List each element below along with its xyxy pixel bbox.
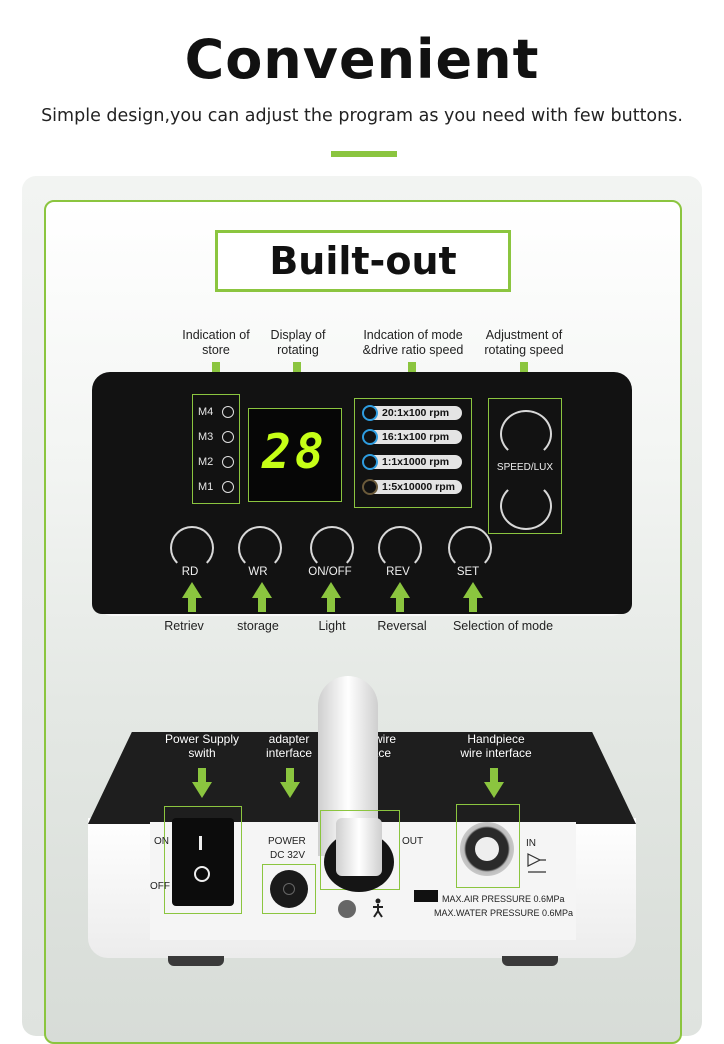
rd-button-label: RD bbox=[181, 566, 199, 578]
label-mode-selection: Selection of mode bbox=[452, 619, 554, 633]
arrow-down-icon bbox=[192, 768, 212, 798]
annotation-store: Indication of store bbox=[182, 328, 250, 357]
annotation-power-switch: Power Supply swith bbox=[164, 732, 240, 760]
accent-divider bbox=[331, 151, 397, 157]
page-title: Convenient bbox=[184, 28, 540, 91]
speed-up-button[interactable] bbox=[500, 410, 552, 458]
rotation-display bbox=[248, 408, 342, 502]
mode-item: 20:1x100 rpm bbox=[362, 405, 462, 421]
arrow-up-icon bbox=[463, 582, 483, 612]
arrow-up-icon bbox=[390, 582, 410, 612]
mode-item: 1:5x10000 rpm bbox=[362, 479, 462, 495]
memory-label-m2: M2 bbox=[198, 456, 214, 468]
adapter-pin bbox=[283, 883, 295, 895]
switch-off-mark bbox=[194, 866, 210, 882]
pressure-arrow-icon bbox=[527, 853, 546, 873]
handpiece-highlight bbox=[456, 804, 520, 888]
switch-off-label: OFF bbox=[150, 881, 170, 892]
annotation-mode: Indcation of mode &drive ratio speed bbox=[362, 328, 464, 357]
power-switch[interactable] bbox=[172, 818, 234, 906]
on-off-button-label: ON/OFF bbox=[308, 566, 352, 578]
handpiece-port[interactable] bbox=[460, 822, 514, 876]
speed-down-button[interactable] bbox=[500, 482, 552, 530]
switch-on-mark bbox=[199, 836, 202, 850]
rev-button[interactable] bbox=[378, 526, 422, 570]
annotation-handpiece: Handpiece wire interface bbox=[460, 732, 532, 760]
arrow-down-icon bbox=[484, 768, 504, 798]
set-button[interactable] bbox=[448, 526, 492, 570]
out-label: OUT bbox=[402, 836, 424, 847]
label-reversal: Reversal bbox=[377, 619, 427, 633]
power-switch-highlight bbox=[164, 806, 242, 914]
memory-label-m1: M1 bbox=[198, 481, 214, 493]
mode-item: 1:1x1000 rpm bbox=[362, 454, 462, 470]
memory-led bbox=[222, 406, 234, 418]
memory-indicator-group bbox=[192, 394, 240, 504]
handpiece-socket bbox=[475, 837, 499, 861]
memory-label-m4: M4 bbox=[198, 406, 214, 418]
in-label: IN bbox=[526, 838, 536, 849]
speed-adjust-group bbox=[488, 398, 562, 534]
page-subtitle: Simple design,you can adjust the program… bbox=[41, 106, 683, 126]
mode-led bbox=[362, 454, 378, 470]
label-storage: storage bbox=[237, 619, 279, 633]
annotation-speed: Adjustment of rotating speed bbox=[484, 328, 564, 357]
rev-button-label: REV bbox=[386, 566, 410, 578]
mode-led bbox=[362, 479, 378, 495]
dc-label: DC 32V bbox=[270, 850, 306, 861]
memory-label-m3: M3 bbox=[198, 431, 214, 443]
memory-led bbox=[222, 456, 234, 468]
mode-indicator-group bbox=[354, 398, 472, 508]
memory-led bbox=[222, 481, 234, 493]
rd-button[interactable] bbox=[170, 526, 214, 570]
person-icon bbox=[373, 898, 383, 918]
mode-led bbox=[362, 429, 378, 445]
label-light: Light bbox=[318, 619, 346, 633]
section-label: Built-out bbox=[215, 230, 511, 292]
device-foot bbox=[502, 956, 558, 966]
wr-button[interactable] bbox=[238, 526, 282, 570]
front-control-panel: M4 M3 M2 M1 28 20:1x100 rpm 16:1x100 rpm… bbox=[92, 372, 632, 614]
arrow-up-icon bbox=[321, 582, 341, 612]
manual-icon bbox=[338, 900, 356, 918]
memory-led bbox=[222, 431, 234, 443]
water-pressure-label: MAX.WATER PRESSURE 0.6MPa bbox=[434, 908, 574, 918]
arrow-down-icon bbox=[280, 768, 300, 798]
label-plate bbox=[414, 890, 438, 902]
arrow-up-icon bbox=[252, 582, 272, 612]
adapter-highlight bbox=[262, 864, 316, 914]
arrow-up-icon bbox=[182, 582, 202, 612]
mode-item: 16:1x100 rpm bbox=[362, 429, 462, 445]
rotation-display-value: 28 bbox=[262, 424, 328, 480]
speed-label: SPEED/LUX bbox=[496, 462, 554, 473]
adapter-port[interactable] bbox=[270, 870, 308, 908]
power-label: POWER bbox=[268, 836, 306, 847]
motor-cord-plug bbox=[336, 818, 382, 876]
label-retrieve: Retriev bbox=[164, 619, 204, 633]
annotation-adapter: adapter interface bbox=[265, 732, 313, 760]
mode-led bbox=[362, 405, 378, 421]
set-button-label: SET bbox=[456, 566, 480, 578]
device-foot bbox=[168, 956, 224, 966]
air-pressure-label: MAX.AIR PRESSURE 0.6MPa bbox=[442, 894, 565, 904]
annotation-rotating: Display of rotating bbox=[270, 328, 326, 357]
switch-on-label: ON bbox=[154, 836, 169, 847]
on-off-button[interactable] bbox=[310, 526, 354, 570]
wr-button-label: WR bbox=[248, 566, 268, 578]
